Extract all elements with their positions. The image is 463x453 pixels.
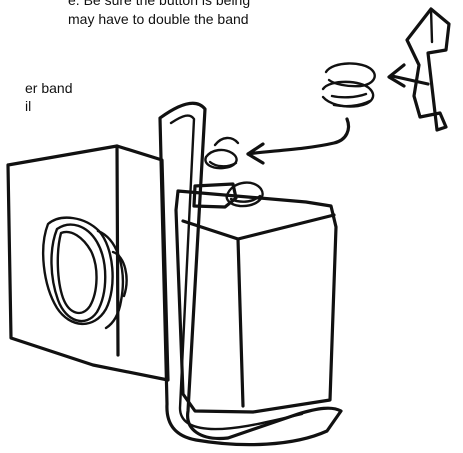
camera-body-sketch [8, 146, 168, 380]
band-detail-icons [248, 9, 449, 163]
